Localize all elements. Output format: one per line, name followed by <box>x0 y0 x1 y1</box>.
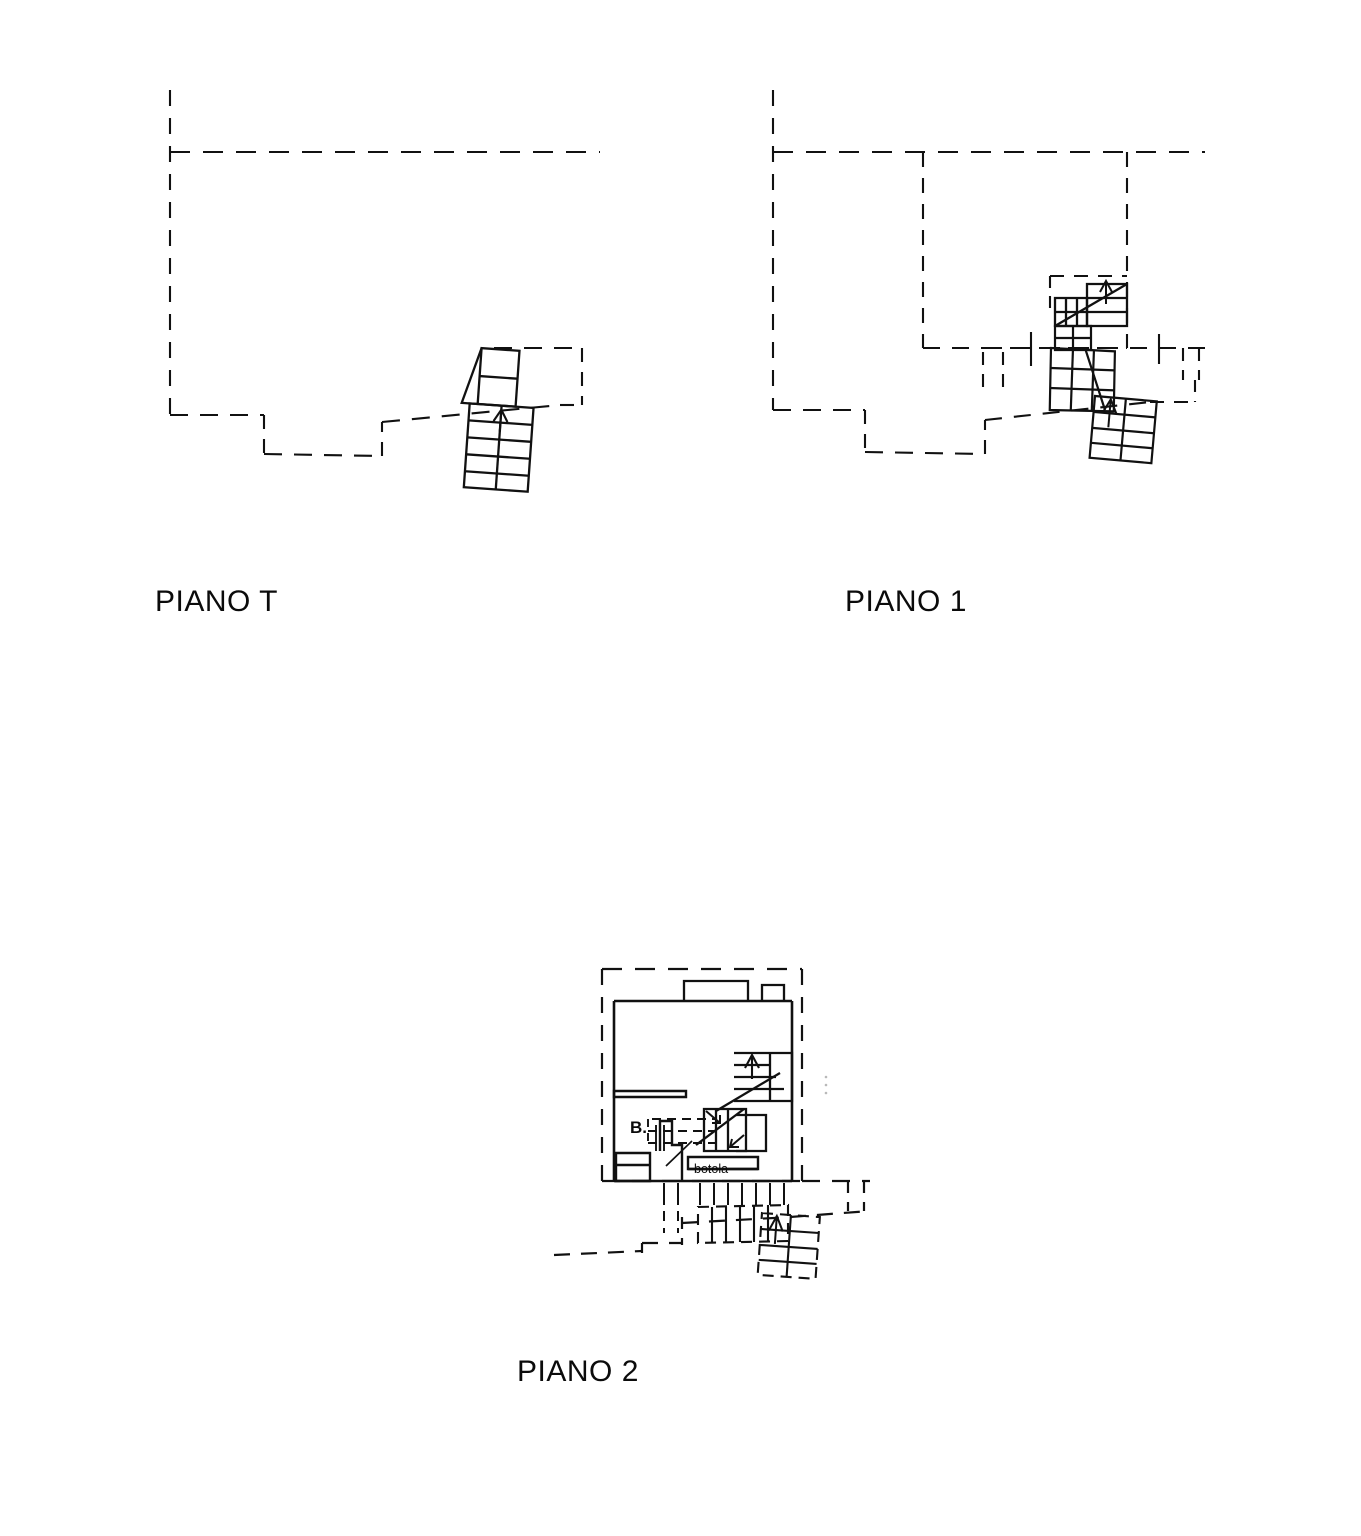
plan-label-piano-1: PIANO 1 <box>845 585 967 618</box>
piano-2-external-lower-flight <box>756 1211 821 1281</box>
piano-t-boundary <box>168 90 600 458</box>
piano-1-middle-flight <box>1048 324 1117 413</box>
stair-up-arrow <box>767 1213 784 1245</box>
stair-up-arrow <box>744 1052 760 1079</box>
plan-label-piano-t: PIANO T <box>155 585 278 618</box>
piano-1-outer-boundary <box>771 90 1205 456</box>
floor-plan-piano-t <box>150 80 620 493</box>
piano-t-external-staircase <box>460 346 535 493</box>
dotted-artefact <box>824 1075 828 1095</box>
piano-2-roof-projections <box>682 979 786 1001</box>
floor-plan-piano-2: B. botola <box>530 955 930 1305</box>
note-label-botola: botola <box>694 1162 728 1176</box>
piano-2-svg: B. botola <box>553 967 871 1281</box>
piano-1-inner-room <box>921 152 1129 350</box>
stair-down-arrows <box>705 1110 745 1148</box>
room-label-b: B. <box>630 1118 647 1137</box>
piano-1-lower-dashed-detail <box>981 332 1217 422</box>
botola-leader-line <box>665 1140 693 1167</box>
piano-1-winder-staircase <box>1048 274 1129 328</box>
stair-up-arrow <box>1101 397 1118 428</box>
piano-2-step-edges <box>663 1183 785 1233</box>
stair-up-arrow <box>1099 278 1113 304</box>
piano-1-svg <box>771 90 1217 465</box>
piano-2-partitions <box>612 1089 760 1183</box>
piano-2-winder-staircase <box>715 1051 794 1112</box>
plan-label-piano-2: PIANO 2 <box>517 1355 639 1388</box>
stair-up-arrow <box>492 407 509 432</box>
piano-1-external-staircase <box>1088 394 1158 465</box>
piano-t-svg <box>168 90 600 493</box>
botola-outline <box>647 1118 716 1151</box>
piano-2-lower-staircase <box>695 1107 768 1153</box>
piano-2-external-staircase <box>696 1203 790 1245</box>
floor-plan-piano-1 <box>755 80 1225 480</box>
